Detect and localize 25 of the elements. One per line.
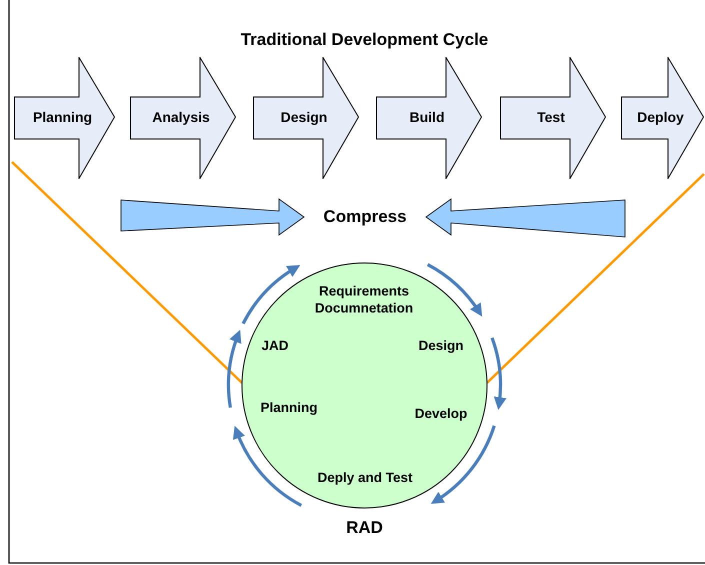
stage-label: Deply and Test — [317, 468, 413, 486]
curved-arrow — [242, 264, 300, 324]
step-label: Build — [408, 109, 446, 125]
connector-line — [486, 173, 705, 384]
cycle-caption: RAD — [345, 518, 384, 538]
compress-label: Compress — [323, 206, 407, 228]
stage-label: JAD — [262, 336, 288, 354]
stage-label: Requirements Documnetation — [304, 282, 424, 318]
block-arrow — [120, 198, 305, 236]
stage-label: Develop — [414, 404, 468, 422]
curved-arrow — [234, 426, 302, 507]
step-label: Analysis — [151, 109, 211, 125]
diagram-title: Traditional Development Cycle — [240, 30, 490, 50]
curved-arrow — [490, 337, 506, 410]
step-label: Planning — [32, 109, 94, 125]
curved-arrow — [227, 330, 242, 408]
step-label: Test — [536, 109, 566, 125]
step-label: Deploy — [636, 109, 685, 125]
block-arrow — [425, 198, 626, 238]
connector-line — [11, 161, 243, 384]
stage-label: Design — [418, 336, 464, 354]
stage-label: Planning — [260, 398, 318, 416]
curved-arrow — [426, 263, 482, 316]
curved-arrow — [430, 425, 496, 504]
step-label: Design — [280, 109, 328, 125]
